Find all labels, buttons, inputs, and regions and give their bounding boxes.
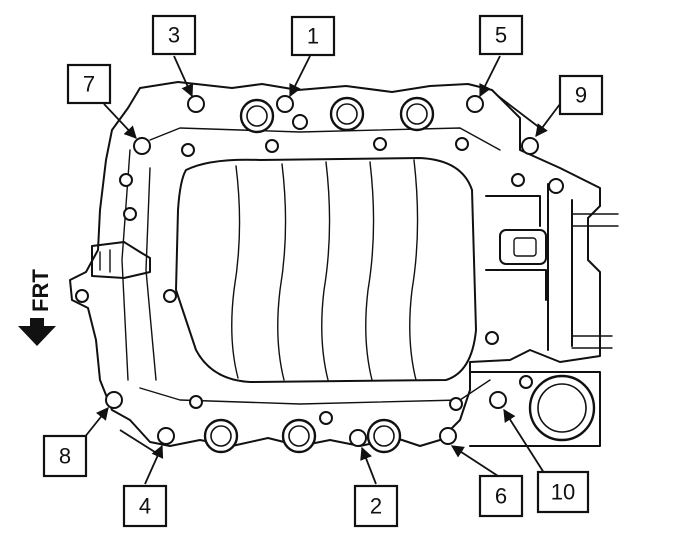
callout-7: 7 — [66, 63, 112, 105]
callout-10: 10 — [536, 470, 590, 514]
callout-2: 2 — [353, 484, 399, 528]
bolt-2 — [349, 429, 367, 447]
bolt-1 — [276, 95, 294, 113]
callout-7-label: 7 — [83, 72, 95, 97]
egr-port — [499, 229, 547, 265]
callout-5-label: 5 — [495, 23, 507, 48]
runner-line-2 — [277, 163, 287, 381]
callout-8: 8 — [42, 434, 88, 478]
bolt-heads — [105, 95, 539, 447]
bolt-7 — [133, 137, 151, 155]
runner-line-4 — [365, 161, 375, 381]
bolt-5 — [466, 95, 484, 113]
callout-8-label: 8 — [59, 444, 71, 469]
bolt-3 — [187, 95, 205, 113]
leader-4 — [144, 444, 164, 485]
callout-9-label: 9 — [575, 83, 587, 108]
bolt-4 — [157, 427, 175, 445]
runner-line-5 — [409, 159, 419, 381]
plenum — [175, 157, 477, 383]
left-connector-inner — [99, 249, 111, 273]
thermostat-housing-inner — [537, 383, 587, 433]
leader-5 — [479, 55, 501, 98]
callout-2-label: 2 — [370, 494, 382, 519]
callout-1-label: 1 — [307, 24, 319, 49]
runner-line-3 — [321, 161, 331, 381]
callout-3-label: 3 — [168, 23, 180, 48]
leader-10 — [503, 408, 547, 477]
leader-8 — [83, 407, 109, 439]
leader-lines — [83, 55, 561, 485]
front-arrow-icon — [18, 318, 56, 346]
callout-5: 5 — [478, 14, 524, 56]
top-ports — [239, 96, 435, 134]
callout-6-label: 6 — [495, 484, 507, 509]
callout-4-label: 4 — [139, 494, 151, 519]
leader-8-tail — [119, 429, 159, 455]
bolt-6 — [439, 427, 457, 445]
manifold-drawing — [69, 81, 619, 454]
callout-9: 9 — [558, 74, 604, 116]
callout-1: 1 — [290, 15, 336, 57]
thermostat-flange — [469, 371, 601, 447]
bottom-ports — [203, 418, 402, 454]
throttle-extension — [485, 195, 547, 301]
inner-frame-top — [149, 127, 501, 151]
callout-3: 3 — [151, 14, 197, 56]
leader-1 — [289, 55, 311, 98]
front-label: FRT — [28, 269, 53, 312]
leader-3 — [173, 55, 194, 98]
callouts: 1 2 3 4 5 6 7 8 — [42, 14, 604, 528]
leader-9-tail — [497, 95, 541, 129]
left-connector — [91, 241, 151, 279]
leader-7 — [103, 103, 137, 139]
runner-line-1 — [231, 165, 241, 379]
callout-4: 4 — [122, 484, 168, 528]
bracket-studs — [571, 213, 619, 349]
callout-10-label: 10 — [551, 480, 575, 505]
bolt-10 — [489, 391, 507, 409]
front-direction-indicator: FRT — [18, 269, 56, 346]
leader-9 — [535, 103, 561, 138]
inner-frame-left-2 — [145, 167, 157, 381]
inner-frame-bottom — [139, 379, 491, 405]
mount-holes — [75, 114, 564, 425]
bolt-8 — [105, 391, 123, 409]
bracket-right — [547, 183, 573, 351]
leader-6 — [450, 445, 499, 477]
leader-2 — [360, 446, 377, 485]
egr-port-inner — [513, 237, 537, 257]
bolt-9 — [521, 137, 539, 155]
callout-6: 6 — [478, 474, 524, 518]
